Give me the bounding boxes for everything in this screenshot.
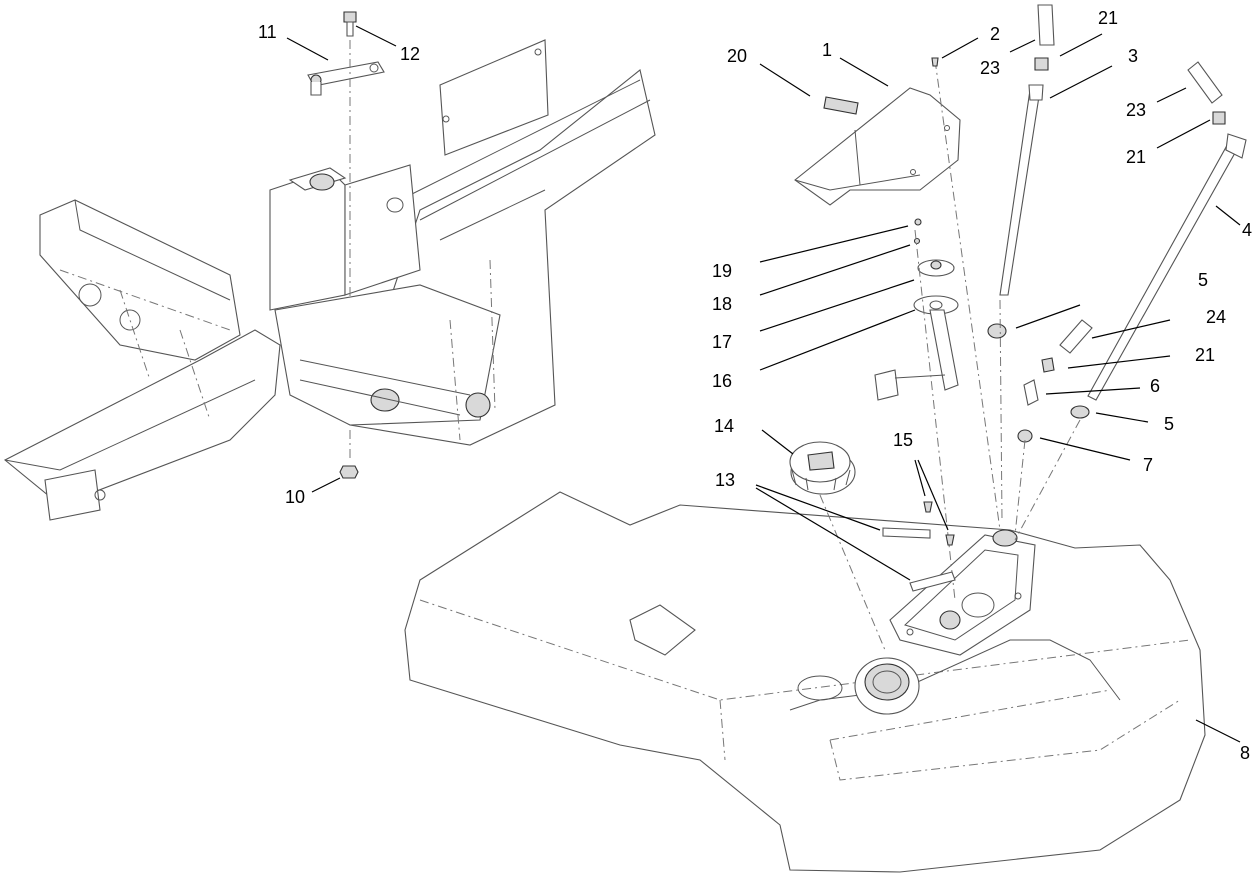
fuel-cap bbox=[789, 441, 856, 495]
callout-10: 10 bbox=[285, 487, 305, 507]
callout-20: 20 bbox=[727, 46, 747, 66]
callout-23-right: 23 bbox=[1126, 100, 1146, 120]
callout-21-mid: 21 bbox=[1195, 345, 1215, 365]
callout-13: 13 bbox=[715, 470, 735, 490]
callout-11: 11 bbox=[258, 22, 277, 42]
callout-23-top: 23 bbox=[980, 58, 1000, 78]
callout-2: 2 bbox=[990, 24, 1000, 44]
callout-7: 7 bbox=[1143, 455, 1153, 475]
fuel-tank bbox=[404, 491, 1206, 873]
callout-3: 3 bbox=[1128, 46, 1138, 66]
callout-8: 8 bbox=[1240, 743, 1250, 763]
frame-assembly bbox=[4, 11, 656, 521]
fuel-sender bbox=[874, 218, 959, 401]
callout-17: 17 bbox=[712, 332, 732, 352]
tank-shield bbox=[794, 87, 961, 206]
callout-18: 18 bbox=[712, 294, 732, 314]
callout-21-right: 21 bbox=[1126, 147, 1146, 167]
callout-15: 15 bbox=[893, 430, 913, 450]
callout-16: 16 bbox=[712, 371, 732, 391]
callout-19: 19 bbox=[712, 261, 732, 281]
clamps-and-screws bbox=[882, 57, 956, 592]
callout-1: 1 bbox=[822, 40, 832, 60]
callout-5-upper: 5 bbox=[1198, 270, 1208, 290]
callout-14: 14 bbox=[714, 416, 734, 436]
callout-24: 24 bbox=[1206, 307, 1226, 327]
callout-6: 6 bbox=[1150, 376, 1160, 396]
callout-leaders bbox=[286, 25, 1241, 743]
callout-21-top: 21 bbox=[1098, 8, 1118, 28]
fuel-lines bbox=[819, 4, 1247, 651]
callout-5-lower: 5 bbox=[1164, 414, 1174, 434]
callout-4: 4 bbox=[1242, 220, 1252, 240]
callout-12: 12 bbox=[400, 44, 420, 64]
callout-labels: 11 12 10 20 1 2 23 21 3 23 21 4 19 18 17… bbox=[258, 8, 1252, 763]
